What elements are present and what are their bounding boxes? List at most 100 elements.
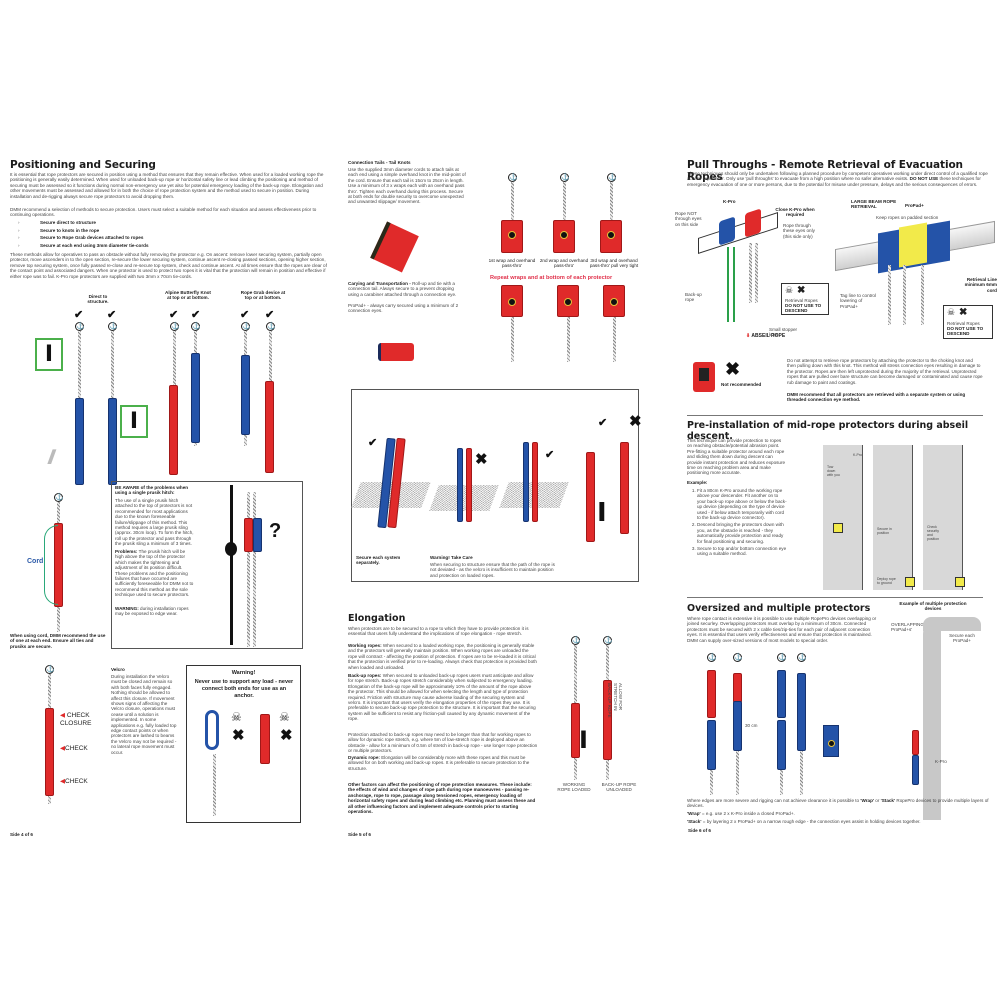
protector-blue [733,701,742,751]
protector-red [707,670,716,718]
section-divider [687,415,983,416]
eye-detail-icon [823,725,839,757]
anchor-icon: ⚓ [560,173,570,182]
backup-rope-label: Back-up rope [685,292,702,303]
protector-red [45,708,54,796]
protector-blue [523,442,529,522]
retrieval-ropes-label: Retrieval Ropes [785,298,818,303]
abseil-rope-label: ⬇ ABSEIL ROPE [746,333,786,339]
check-icon: ✔ [169,309,179,321]
protector-red [265,381,274,473]
tail-tag-icon [370,221,419,273]
method-item: ›Secure at each end using 3mm diameter t… [18,242,149,248]
backup-ropes-text: Back-up ropes: When secured to unloaded … [348,673,536,722]
protector-red [169,385,178,475]
protector-red [501,285,523,317]
take-care-title: Warning! Take Care [430,555,473,560]
intro-paragraph: It is essential that rope protectors are… [10,172,324,199]
cross-icon: ✖ [232,727,245,744]
overlap-measure-label: 30 cm [745,723,758,728]
retrieval-line-label: Retrieval Line minimum 6mm cord [964,277,997,293]
method-item: ›Secure direct to structure [18,220,96,225]
edge-diagram [923,620,941,820]
methods-paragraph: These methods allow for operatives to pa… [10,252,327,279]
diagram-label: Secure in position [877,527,892,535]
protector-blue [912,755,919,785]
warning-box: Warning! Never use to support any load -… [186,665,301,823]
tails-text: Use the supplied 3mm diameter cords to a… [348,167,466,205]
anchor-icon: ⚓ [603,636,613,645]
dynamic-rope-text: Dynamic rope: Elongation will be conside… [348,755,530,771]
prusik-text: The use of a single prusik hitch attache… [115,498,194,547]
dmm-recommend-text: DMM recommend that all protectors are re… [787,392,966,403]
working-ropes-text: Working ropes: When secured to a loaded … [348,643,537,670]
check-icon: ✔ [598,417,608,429]
protector-red [244,518,253,552]
prusik-warning-box: BE AWARE of the problems when using a si… [111,481,303,649]
protector-red [586,452,595,542]
elongation-intro: When protectors are to be secured to a r… [348,626,529,637]
check-icon: ✔ [545,449,555,461]
cross-icon: ✖ [629,413,642,430]
wrap-caption: 2nd wrap and overhand pass-thro' [539,258,589,269]
wrap-definition: 'Wrap' = e.g. use 2 x K-Pro inside a clo… [687,811,795,816]
step-item: Secure to top and/or bottom connection e… [697,546,787,557]
close-kpro-label: Close K-Pro when required [775,207,815,218]
stretch-label: ALLOW FOR STRETCH IN BACK-UP ROPE [607,683,623,718]
page-side-6: Pull Throughs - Remote Retrieval of Evac… [675,155,997,845]
cross-icon: ✖ [797,285,806,296]
choked-protector-icon [693,362,715,392]
anchor-icon: ⚓ [733,653,743,662]
edges-text: Where edges are more severe and rigging … [687,798,989,809]
page-title: Positioning and Securing [10,159,156,171]
anchor-icon: ⚓ [170,322,180,331]
wrap-caption: 3rd wrap and overhand pass-thro' pull ve… [589,258,639,269]
check-label: ◀CHECK [60,778,88,785]
elongation-title: Elongation [348,613,406,624]
oversized-text: Where rope contact is extensive it is po… [687,616,877,643]
anchor-icon: ⚓ [707,653,717,662]
anchor-icon: ⚓ [191,322,201,331]
protector-blue [241,355,250,435]
pull-intro: These techniques should only be undertak… [687,171,988,187]
page-number: Side 6 of 6 [688,828,711,833]
recommend-paragraph: DMM recommend a selection of methods to … [10,207,317,218]
secure-each-label: Secure each ProPad+ [949,633,975,644]
protector-red [501,220,523,253]
retrieval-warning-text: Do not attempt to retrieve rope protecto… [787,358,983,385]
prusik-warning: WARNING: during installation ropes may b… [115,606,189,617]
secure-caption: Secure each system separately. [356,555,401,566]
repeat-wraps-label: Repeat wraps and at bottom of each prote… [490,275,613,281]
protector-red [466,448,472,522]
protector-red [620,442,629,534]
anchor-icon: ⚓ [571,636,581,645]
overlapping-label: OVERLAPPING ProPad+s' [891,622,924,633]
diagram-label: Deploy rope to ground [877,577,896,585]
anchor-icon: ⚓ [777,653,787,662]
ibeam-callout: I [120,405,148,438]
check-icon: ✔ [240,309,250,321]
protector-blue [191,353,200,443]
protector-red [260,714,270,764]
check-icon: ✔ [107,309,117,321]
wrap-caption: 1st wrap and overhand pass-thro' [488,258,536,269]
protector-red [553,220,575,253]
page-side-4: Positioning and Securing It is essential… [8,155,333,845]
wall-line [230,485,233,645]
take-care-text: When securing to structure ensure that t… [430,562,555,578]
protector-red [532,442,538,522]
protector-red [912,730,919,755]
anchor-icon: ⚓ [508,173,518,182]
protector-red [557,285,579,317]
pull-throughs-title: Pull Throughs - Remote Retrieval of Evac… [687,159,963,183]
protector-blue [707,720,716,770]
cliff-diagram [923,445,963,590]
check-label: ◀CHECK [60,745,88,752]
step-item: Fit a 80cm K-Pro around the working rope… [697,488,787,520]
small-stopper-label: Small stopper knot [769,327,798,338]
carabiner-icon [205,710,219,750]
step-item: Descend bringing the protectors down wit… [697,522,787,544]
cord-label: Cord [27,558,44,565]
diagram-label: Tow down with you [827,465,840,477]
anchor-icon: ⚓ [266,322,276,331]
